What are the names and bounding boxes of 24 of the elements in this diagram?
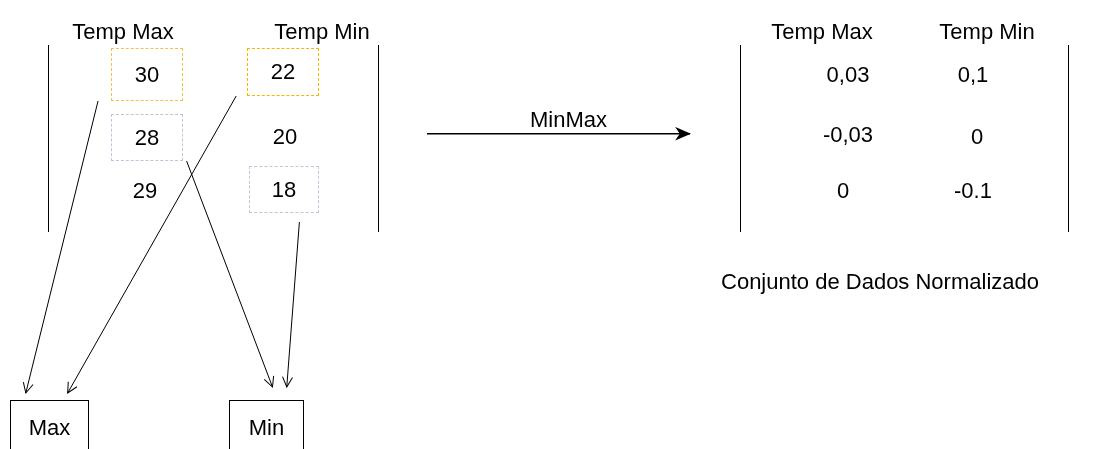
matrix-value: -0,03: [822, 124, 874, 146]
highlighted-value-box: 22: [247, 48, 319, 96]
matrix-value: 20: [272, 126, 298, 148]
arrow: [67, 95, 237, 394]
matrix-value: 0: [836, 180, 850, 202]
matrix-caption: Conjunto de Dados Normalizado: [721, 271, 1039, 293]
result-box: Min: [229, 400, 304, 449]
highlighted-value-box: 18: [249, 166, 319, 213]
matrix-value: 0,1: [957, 64, 989, 86]
column-header: Temp Max: [771, 21, 873, 43]
matrix-value: 29: [132, 180, 158, 202]
matrix-value: 0: [970, 126, 984, 148]
highlighted-value-box: 28: [111, 114, 183, 161]
column-header: Temp Min: [274, 21, 370, 43]
arrow: [426, 126, 692, 141]
column-header: Temp Max: [72, 21, 174, 43]
column-header: Temp Min: [939, 21, 1035, 43]
arrow: [282, 221, 300, 388]
matrix-value: 0,03: [826, 64, 870, 86]
arrow: [22, 100, 99, 394]
arrow: [186, 160, 275, 388]
matrix-value: -0.1: [954, 180, 992, 202]
highlighted-value-box: 30: [111, 48, 183, 101]
result-box: Max: [10, 400, 89, 449]
